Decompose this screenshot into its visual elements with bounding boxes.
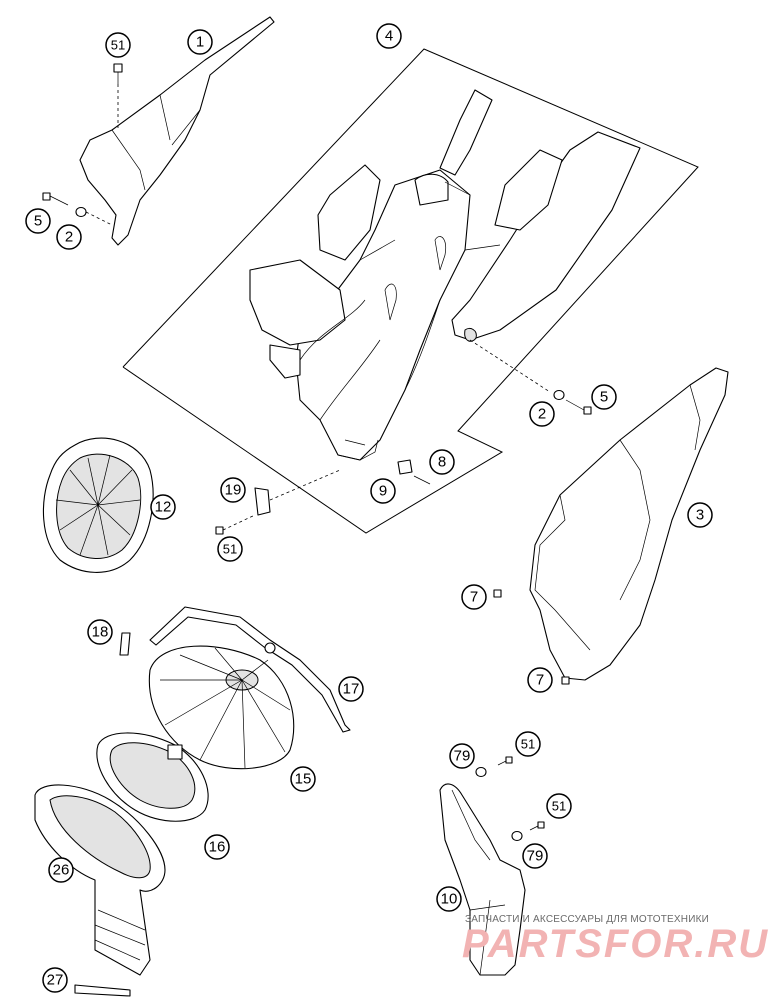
svg-text:1: 1 [196,34,204,51]
screw-7-lower [561,676,570,685]
callout-51-lower-right: 51 [546,793,572,819]
part-15-air-filter [148,645,295,770]
callout-5-right: 5 [591,384,617,410]
callout-17: 17 [338,676,364,702]
callout-19: 19 [220,477,246,503]
svg-text:18: 18 [92,624,109,641]
bolt-51-top [113,63,123,84]
callout-5-left: 5 [25,208,51,234]
part-4-airbox [249,89,641,461]
svg-text:17: 17 [343,681,360,698]
callout-79-upper: 79 [449,743,475,769]
svg-text:51: 51 [223,542,237,557]
callout-51-mid: 51 [217,536,243,562]
part-3-side-cover [529,367,729,681]
svg-text:51: 51 [552,799,566,814]
svg-text:7: 7 [470,589,478,606]
part-10-airbox-cover [439,783,526,976]
svg-text:5: 5 [600,389,608,406]
leader-19 [269,469,341,501]
svg-text:79: 79 [527,848,544,865]
callout-9: 9 [370,478,396,504]
leader-51-mid [222,514,256,531]
grommet-79-upper [475,766,487,778]
callout-12: 12 [150,494,176,520]
svg-text:7: 7 [536,672,544,689]
bolt-51-lower-right [529,821,545,831]
watermark-tagline: ЗАПЧАСТИ И АКСЕССУАРЫ ДЛЯ МОТОТЕХНИКИ [465,914,710,925]
screw-7-upper [493,589,502,598]
svg-text:3: 3 [696,507,704,524]
part-12-filter-cage [42,437,154,573]
bolt-51-upper-right [497,756,513,766]
callout-7-lower: 7 [527,667,553,693]
svg-text:19: 19 [225,482,242,499]
callout-15: 15 [290,766,316,792]
callout-7-upper: 7 [461,584,487,610]
callout-79-lower: 79 [522,843,548,869]
callout-51-top: 51 [105,32,131,58]
part-19-bracket [254,487,271,516]
washer-2-right [553,389,565,401]
grommet-79-lower [511,830,523,842]
part-9-clip [397,459,413,475]
svg-text:9: 9 [379,483,387,500]
callout-26: 26 [48,857,74,883]
callout-16: 16 [204,834,230,860]
svg-text:12: 12 [155,499,172,516]
bolt-51-mid [215,526,224,535]
svg-text:26: 26 [53,862,70,879]
bolt-5-right [565,399,592,415]
callout-51-upper-right: 51 [515,731,541,757]
svg-text:51: 51 [521,737,535,752]
part-16-filter-support [96,732,209,822]
svg-text:51: 51 [111,38,125,53]
part-18-pin [119,632,131,656]
part-27-hose-clamp [74,984,131,997]
watermark-logo: PARTSFOR.RU [462,922,770,966]
callout-1: 1 [187,29,213,55]
svg-text:4: 4 [385,28,393,45]
svg-text:27: 27 [47,972,64,989]
assembly-frame-4 [122,48,699,534]
callout-10: 10 [436,886,462,912]
callout-4: 4 [376,23,402,49]
callout-2-left: 2 [56,224,82,250]
bolt-5-left [42,192,69,206]
leader-2-right [469,339,551,393]
svg-text:79: 79 [454,748,471,765]
part-8-screw [413,475,431,485]
svg-text:5: 5 [34,213,42,230]
svg-text:2: 2 [538,406,546,423]
washer-2-left [75,206,87,218]
svg-text:8: 8 [438,454,446,471]
svg-text:2: 2 [65,229,73,246]
part-17-filter-bracket [149,606,351,733]
svg-text:16: 16 [209,839,226,856]
callout-18: 18 [87,619,113,645]
part-1-number-plate [79,16,275,246]
callout-27: 27 [42,967,68,993]
svg-text:15: 15 [295,771,312,788]
svg-text:10: 10 [441,891,458,908]
callout-8: 8 [429,449,455,475]
leader-2-left [85,211,113,226]
callout-3: 3 [687,502,713,528]
callout-2-right: 2 [529,401,555,427]
